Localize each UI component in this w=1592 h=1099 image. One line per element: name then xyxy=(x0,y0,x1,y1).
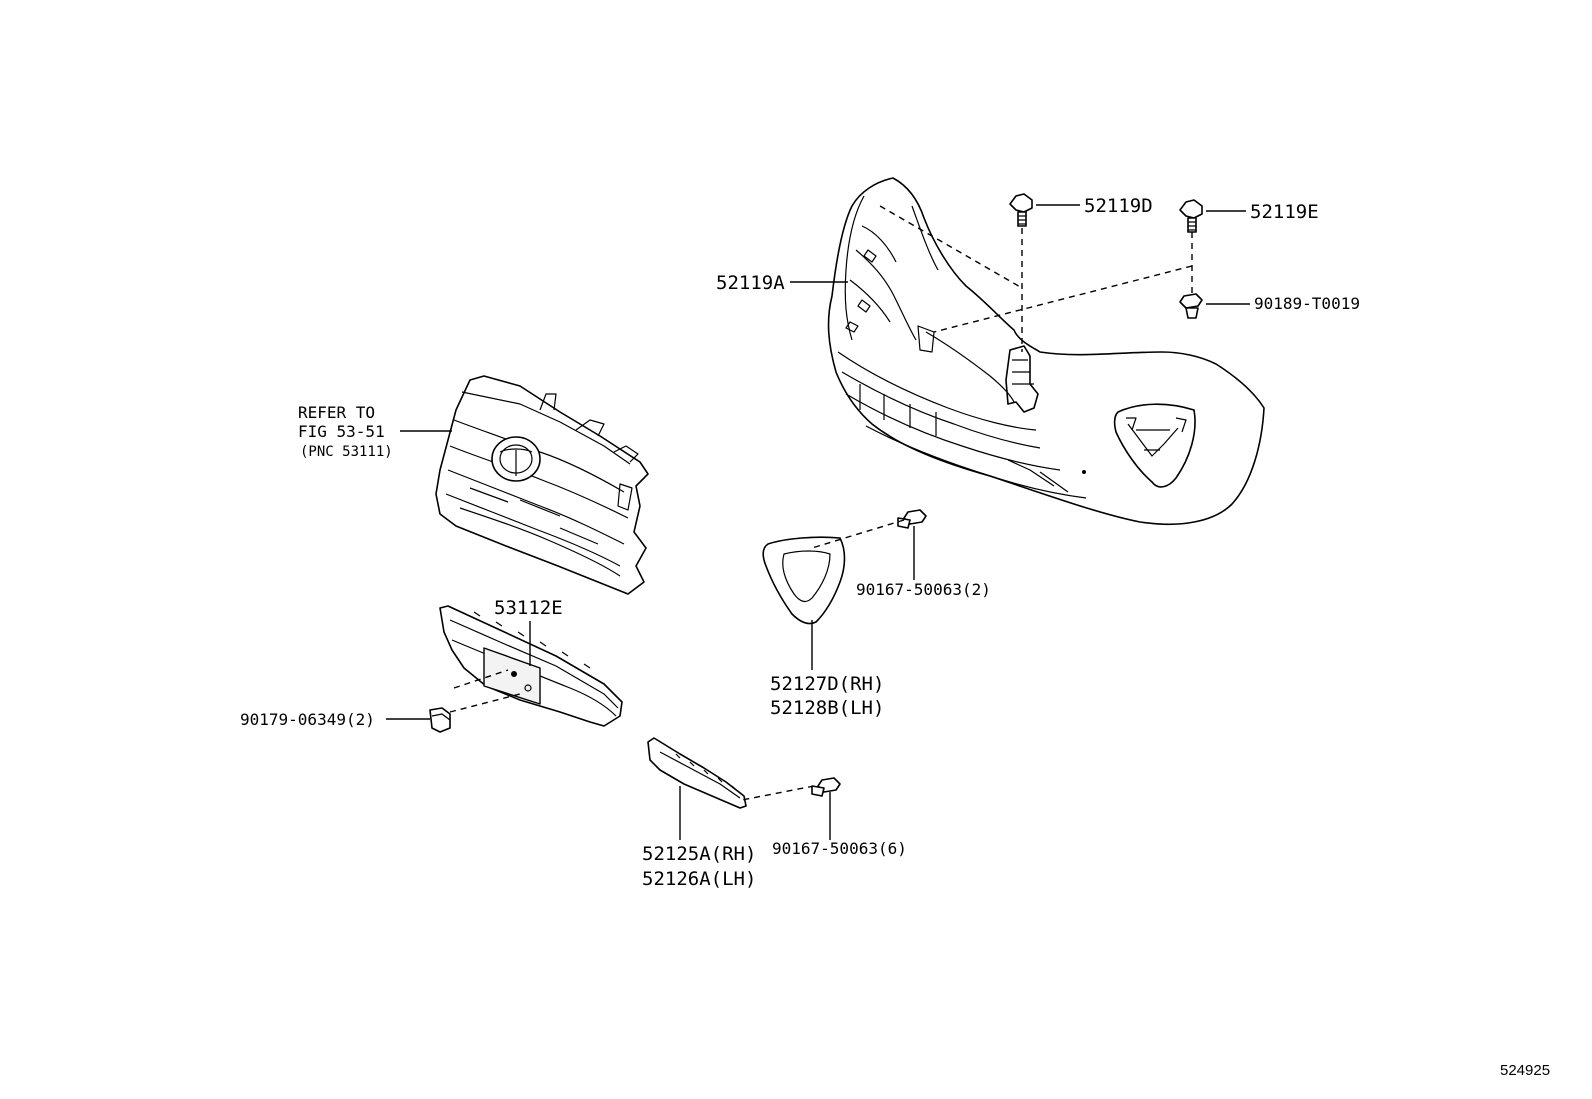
callout-90189-t0019: 90189-T0019 xyxy=(1254,294,1360,313)
radiator-grille xyxy=(435,375,649,595)
figure-id: 524925 xyxy=(1500,1062,1551,1079)
fog-lamp-cover-52127d xyxy=(762,536,846,625)
garnish-52125a xyxy=(647,737,747,809)
callout-labels: 52119D 52119E 52119A 90189-T0019 REFER T… xyxy=(240,195,1360,890)
leader-lines xyxy=(386,204,1250,840)
clip-90167-50063-6 xyxy=(811,777,841,797)
callout-52125a: 52125A(RH) xyxy=(642,843,756,865)
callout-52119d: 52119D xyxy=(1084,195,1153,217)
lower-grille-53112e xyxy=(439,605,623,727)
clip-90167-50063-2 xyxy=(897,509,927,529)
callout-refer-line2: FIG 53-51 xyxy=(298,422,385,441)
bumper-cover-52119a xyxy=(827,177,1265,526)
callout-90167-50063-2: 90167-50063(2) xyxy=(856,580,991,599)
screw-52119d xyxy=(1009,193,1033,227)
callout-90167-50063-6: 90167-50063(6) xyxy=(772,839,907,858)
callout-52126a: 52126A(LH) xyxy=(642,868,756,890)
callout-52128b: 52128B(LH) xyxy=(770,697,884,719)
callout-52119e: 52119E xyxy=(1250,201,1319,223)
callout-refer-line3: (PNC 53111) xyxy=(300,444,393,460)
clip-90189-t0019 xyxy=(1179,293,1203,319)
callout-90179-06349: 90179-06349(2) xyxy=(240,710,375,729)
nut-90179-06349 xyxy=(429,707,451,733)
screw-52119e xyxy=(1179,199,1203,233)
callout-refer-line1: REFER TO xyxy=(298,403,375,422)
callout-52119a: 52119A xyxy=(716,272,785,294)
callout-52127d: 52127D(RH) xyxy=(770,673,884,695)
callout-53112e: 53112E xyxy=(494,597,563,619)
assembly-lines xyxy=(449,205,1193,801)
